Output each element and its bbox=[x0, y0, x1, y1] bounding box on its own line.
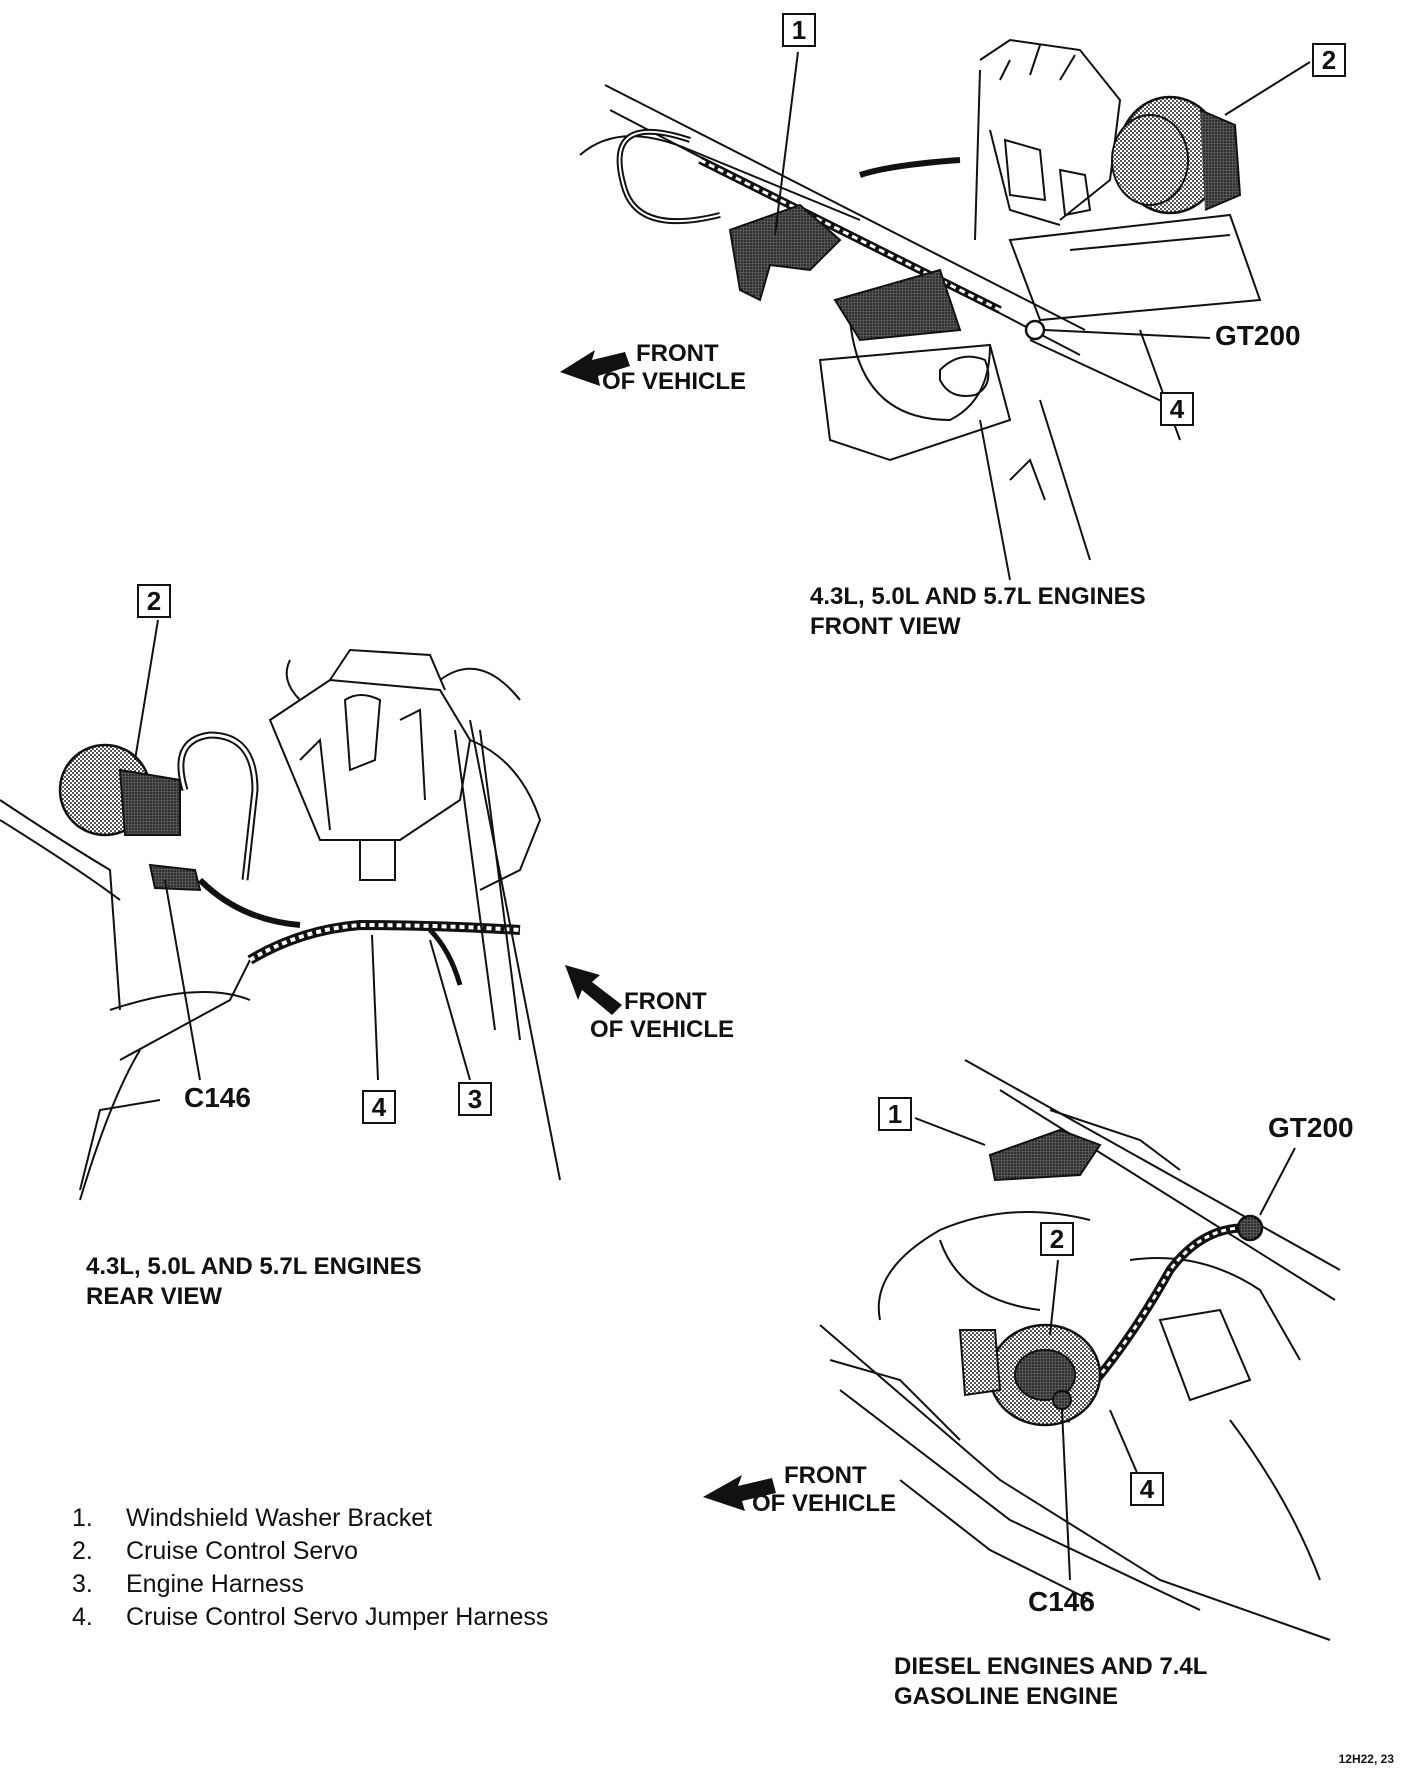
caption-line2: FRONT VIEW bbox=[810, 613, 961, 640]
legend-item: 2. Cruise Control Servo bbox=[72, 1535, 548, 1568]
front-of-vehicle-label-left: FRONT OF VEHICLE bbox=[590, 988, 734, 1044]
legend-item: 4. Cruise Control Servo Jumper Harness bbox=[72, 1601, 548, 1634]
callout-box-2-left: 2 bbox=[137, 584, 171, 618]
legend-item-text: Cruise Control Servo bbox=[126, 1537, 359, 1565]
c146-label-left: C146 bbox=[184, 1082, 251, 1113]
caption-line1: 4.3L, 5.0L AND 5.7L ENGINES bbox=[810, 583, 1146, 610]
legend-item: 1. Windshield Washer Bracket bbox=[72, 1502, 548, 1535]
legend-item-text: Windshield Washer Bracket bbox=[126, 1504, 433, 1532]
callout-box-4-left: 4 bbox=[362, 1090, 396, 1124]
cruise-servo-shape bbox=[1111, 95, 1242, 215]
legend-item-number: 1. bbox=[72, 1504, 93, 1532]
callout-box-2-bottom: 2 bbox=[1040, 1222, 1074, 1256]
caption-line2-bottom: GASOLINE ENGINE bbox=[894, 1683, 1119, 1710]
legend-item-number: 4. bbox=[72, 1603, 93, 1631]
legend-item: 3. Engine Harness bbox=[72, 1568, 548, 1601]
callout-box-4-bottom: 4 bbox=[1130, 1472, 1164, 1506]
front-label-line1: FRONT bbox=[636, 340, 719, 367]
caption-diesel-view: DIESEL ENGINES AND 7.4L GASOLINE ENGINE bbox=[894, 1652, 1207, 1712]
gt200-label-top: GT200 bbox=[1215, 320, 1301, 351]
front-of-vehicle-label-bottom: FRONT OF VEHICLE bbox=[752, 1462, 896, 1518]
callout-box-1-top: 1 bbox=[782, 13, 816, 47]
c146-label-bottom: C146 bbox=[1028, 1586, 1095, 1617]
callout-box-3-left: 3 bbox=[458, 1082, 492, 1116]
diesel-washer-bracket-shape bbox=[988, 1128, 1102, 1182]
rear-view-drawing bbox=[0, 648, 561, 1201]
front-label-line2: OF VEHICLE bbox=[602, 368, 747, 395]
legend-item-number: 3. bbox=[72, 1570, 93, 1598]
washer-bracket-shape bbox=[728, 203, 842, 302]
caption-front-view: 4.3L, 5.0L AND 5.7L ENGINES FRONT VIEW bbox=[810, 582, 1146, 642]
front-label-line2-left: OF VEHICLE bbox=[590, 1016, 735, 1043]
front-label-line1-bottom: FRONT bbox=[784, 1462, 867, 1489]
front-arrow-icon bbox=[560, 350, 630, 386]
front-label-line1-left: FRONT bbox=[624, 988, 707, 1015]
callout-box-2-top: 2 bbox=[1312, 43, 1346, 77]
front-label-line2-bottom: OF VEHICLE bbox=[752, 1490, 897, 1517]
legend-item-number: 2. bbox=[72, 1537, 93, 1565]
callout-box-4-top: 4 bbox=[1160, 392, 1194, 426]
front-arrow-icon-2 bbox=[565, 965, 622, 1015]
front-view-drawing bbox=[579, 38, 1262, 581]
diesel-servo-shape bbox=[958, 1323, 1102, 1427]
servo-bracket-shape bbox=[833, 268, 962, 342]
caption-line1-bottom: DIESEL ENGINES AND 7.4L bbox=[894, 1653, 1208, 1680]
figure-id: 12H22, 23 bbox=[1338, 1752, 1394, 1766]
legend-item-text: Engine Harness bbox=[126, 1570, 304, 1598]
caption-line2-left: REAR VIEW bbox=[86, 1283, 223, 1310]
legend: 1. Windshield Washer Bracket 2. Cruise C… bbox=[72, 1502, 548, 1634]
gt200-label-bottom: GT200 bbox=[1268, 1112, 1354, 1143]
callout-box-1-bottom: 1 bbox=[878, 1097, 912, 1131]
caption-line1-left: 4.3L, 5.0L AND 5.7L ENGINES bbox=[86, 1253, 422, 1280]
legend-item-text: Cruise Control Servo Jumper Harness bbox=[126, 1603, 549, 1631]
caption-rear-view: 4.3L, 5.0L AND 5.7L ENGINES REAR VIEW bbox=[86, 1252, 422, 1312]
rear-servo-shape bbox=[58, 743, 181, 837]
front-of-vehicle-label-top: FRONT OF VEHICLE bbox=[602, 340, 746, 396]
front-arrow-icon-3 bbox=[703, 1475, 776, 1511]
